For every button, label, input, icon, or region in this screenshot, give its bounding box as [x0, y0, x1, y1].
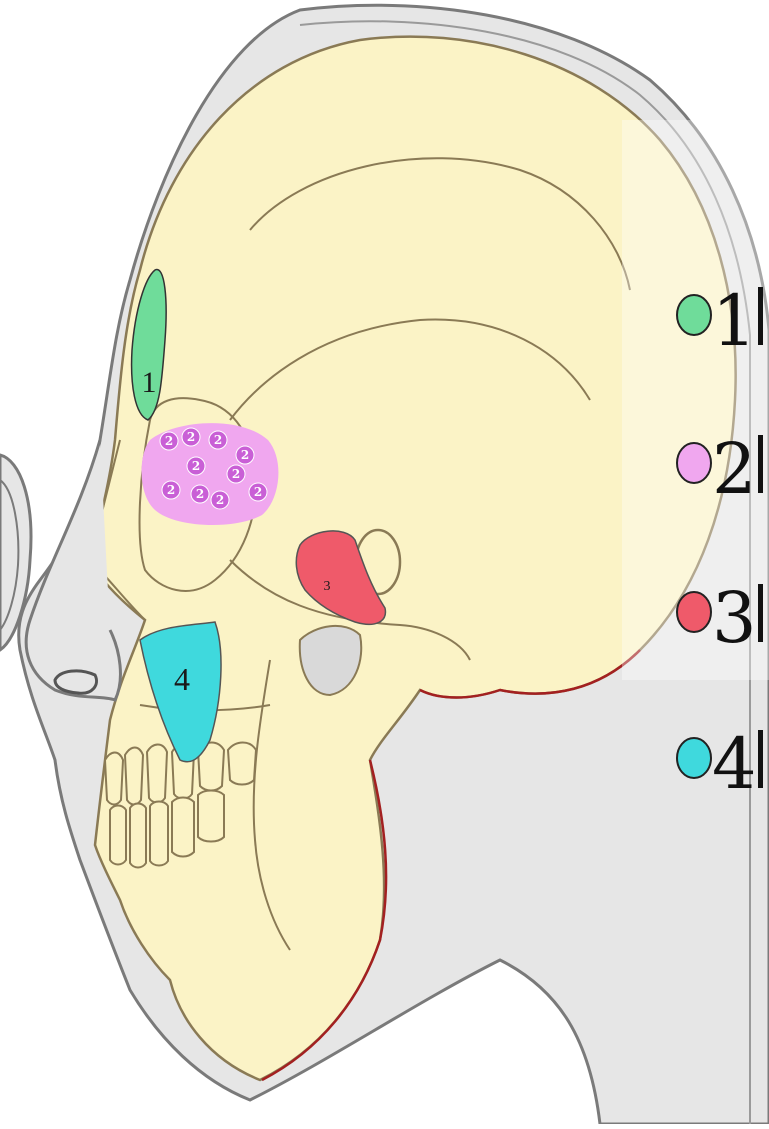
legend-number: 2: [712, 428, 757, 510]
ethmoid-cell-number: 2: [216, 493, 224, 507]
ethmoid-cell-number: 2: [254, 485, 262, 499]
tooth: [125, 748, 143, 805]
ethmoid-cell-number: 2: [167, 483, 175, 497]
ethmoid-cell-number: 2: [232, 467, 240, 481]
ethmoid-cell-number: 2: [187, 430, 195, 444]
legend-cropped-text: [758, 730, 763, 788]
tooth: [228, 743, 256, 785]
legend-cropped-text: [758, 584, 763, 642]
legend-swatch: [677, 443, 711, 483]
sphenoid-sinus-number: 3: [324, 579, 331, 594]
tooth: [147, 745, 167, 803]
tooth-lower: [172, 798, 194, 857]
legend-swatch: [677, 738, 711, 778]
maxillary-sinus-number: 4: [174, 661, 190, 697]
legend-swatch: [677, 592, 711, 632]
ethmoid-cell-number: 2: [192, 459, 200, 473]
ethmoid-cell-number: 2: [165, 434, 173, 448]
tooth-lower: [130, 804, 146, 868]
legend-number: 4: [712, 723, 757, 805]
tooth-lower: [110, 806, 126, 865]
frontal-sinus-number: 1: [142, 366, 157, 399]
legend-swatch: [677, 295, 711, 335]
tooth-lower: [150, 802, 168, 866]
legend-number: 3: [712, 577, 757, 659]
legend-cropped-text: [758, 435, 763, 493]
ethmoid-cell-number: 2: [196, 487, 204, 501]
tooth: [105, 753, 123, 805]
ethmoid-cell-number: 2: [214, 433, 222, 447]
tooth-lower: [198, 791, 224, 842]
legend-cropped-text: [758, 287, 763, 345]
ethmoid-cell-number: 2: [241, 448, 249, 462]
legend-number: 1: [712, 280, 757, 362]
